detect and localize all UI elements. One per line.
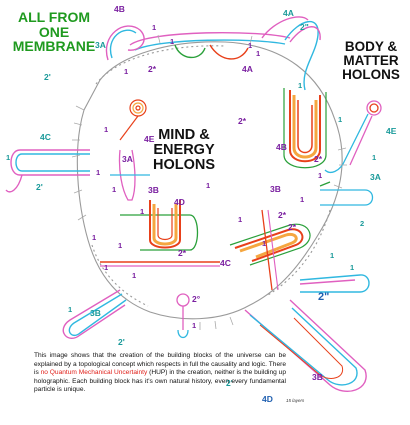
- loop-2pp-right: [299, 274, 370, 293]
- label-1-w: 1: [298, 81, 302, 90]
- label-1-l: 1: [118, 241, 122, 250]
- label-2p-left: 2': [44, 72, 51, 82]
- title-body-line2: MATTER: [343, 53, 399, 69]
- diagram-labels: 4B 3A 4A 2" 4A 2* 2' 4E 4C 2' 3A 3B 4D 2…: [6, 4, 397, 404]
- label-1-o: 1: [68, 305, 72, 314]
- title-body-matter-holons: BODY & MATTER HOLONS: [332, 39, 410, 83]
- label-3a-left: 3A: [122, 154, 133, 164]
- label-1-h: 1: [96, 168, 100, 177]
- title-body-line3: HOLONS: [342, 67, 400, 83]
- label-1-u: 1: [338, 115, 342, 124]
- loop-4b-topleft: [105, 25, 145, 61]
- label-2s-center: 2*: [178, 248, 187, 258]
- loop-3b-bottom: [62, 289, 127, 339]
- loop-4d-bottomright: [244, 299, 367, 393]
- title-mind-line3: HOLONS: [152, 157, 216, 174]
- label-4b-top: 4B: [114, 4, 125, 14]
- label-1-n: 1: [132, 271, 136, 280]
- label-1-z: 1: [206, 181, 210, 190]
- label-4a-topright: 4A: [283, 8, 294, 18]
- label-1-s: 1: [300, 195, 304, 204]
- label-2pp-right: 2": [318, 291, 329, 303]
- caption-part1: This image shows that the creation of th…: [34, 352, 286, 376]
- title-mind-energy-holons: MIND & ENERGY HOLONS: [136, 127, 232, 174]
- loop-4a-topright: [284, 20, 321, 91]
- label-4c-center: 4C: [220, 258, 231, 268]
- title-body-line1: BODY &: [344, 39, 398, 54]
- label-2o-bottom: 2°: [192, 294, 201, 304]
- loop-4d-center: [100, 200, 220, 267]
- title-mind-line1: MIND &: [158, 127, 210, 143]
- loop-top: [129, 16, 309, 60]
- label-4a-center: 4A: [242, 64, 253, 74]
- label-2s-midright2: 2*: [288, 222, 297, 232]
- loop-2o-bottom: [176, 293, 190, 339]
- label-2p-left-lower: 2': [36, 182, 43, 192]
- loop-4b-right: [283, 88, 327, 169]
- label-1-c: 1: [248, 41, 252, 50]
- title-membrane-line1: ALL FROM: [17, 9, 91, 25]
- label-1-v: 1: [372, 153, 376, 162]
- label-1-e: 1: [124, 67, 128, 76]
- label-4d-center: 4D: [174, 197, 185, 207]
- label-4d-bottomright: 4D: [262, 394, 273, 404]
- label-3a-top: 3A: [95, 40, 106, 50]
- label-3a-right: 3A: [370, 172, 381, 182]
- title-membrane-line2: ONE: [38, 23, 70, 40]
- label-2p-bottom: 2': [118, 337, 125, 347]
- label-4b-right: 4B: [276, 142, 287, 152]
- label-2s-midright: 2*: [278, 210, 287, 220]
- label-1-q: 1: [238, 215, 242, 224]
- label-1-p: 1: [192, 321, 196, 330]
- label-2s-right-low: 2*: [314, 154, 323, 164]
- label-1-x: 1: [330, 251, 334, 260]
- title-one-membrane: ALL FROM ONE MEMBRANE: [4, 10, 104, 54]
- loop-4e-center: [119, 99, 147, 141]
- label-4e-right: 4E: [386, 126, 397, 136]
- caption-highlight: no Quantum Mechanical Uncertainty: [40, 369, 148, 376]
- label-1-d: 1: [256, 49, 260, 58]
- label-1-i: 1: [112, 185, 116, 194]
- label-1-f: 1: [104, 125, 108, 134]
- loop-4e-right: [324, 100, 382, 173]
- label-2pp-top: 2": [300, 22, 309, 32]
- label-1-k: 1: [92, 233, 96, 242]
- loop-3a-left: [110, 149, 150, 201]
- footnote-layers: 15 layers: [286, 398, 305, 403]
- label-1-j: 1: [140, 207, 144, 216]
- caption-text: This image shows that the creation of th…: [34, 352, 286, 395]
- caption-part2: (HUP) in the creation, neither is the bu…: [34, 369, 286, 393]
- label-1-m: 1: [104, 263, 108, 272]
- label-3b-right: 3B: [270, 184, 281, 194]
- label-3b-bottomright: 3B: [312, 372, 323, 382]
- label-1-t: 1: [318, 171, 322, 180]
- label-3b-center: 3B: [148, 185, 159, 195]
- label-1-g: 1: [6, 153, 10, 162]
- loop-4c-left: [5, 149, 90, 193]
- label-2s-top: 2*: [148, 64, 157, 74]
- label-1-r: 1: [262, 239, 266, 248]
- membrane-spines: [71, 34, 347, 330]
- title-membrane-line3: MEMBRANE: [12, 38, 96, 55]
- label-3b-bottom: 3B: [90, 308, 101, 318]
- title-mind-line2: ENERGY: [153, 142, 215, 159]
- label-1-b: 1: [170, 37, 174, 46]
- label-1-y: 1: [350, 263, 354, 272]
- label-4e-center: 4E: [144, 134, 155, 144]
- loop-4c-center: [229, 209, 311, 291]
- label-2p-bottomright: 2': [226, 378, 233, 388]
- label-4c-left: 4C: [40, 132, 51, 142]
- label-1-a: 1: [152, 23, 156, 32]
- label-2s-right: 2*: [238, 116, 247, 126]
- loop-3b-right: [319, 181, 374, 206]
- label-2-right: 2: [360, 219, 364, 228]
